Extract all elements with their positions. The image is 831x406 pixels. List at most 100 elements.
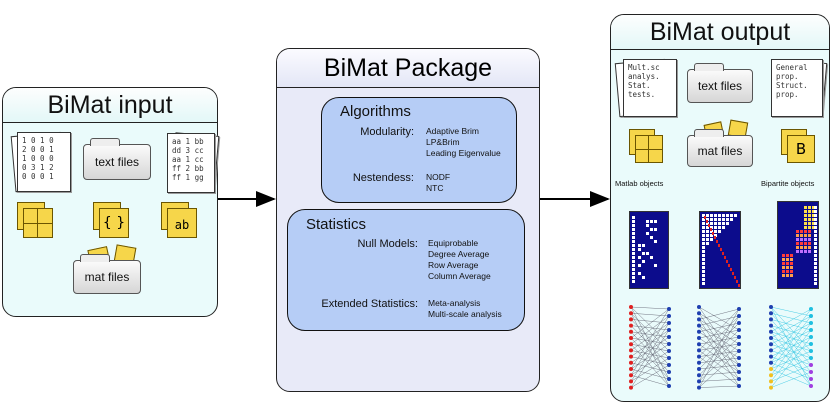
matrix-cell — [782, 270, 785, 273]
graph-node — [629, 311, 633, 316]
matrix-cell — [702, 282, 705, 285]
matrix-cell — [804, 222, 807, 225]
graph-edge — [698, 350, 740, 357]
graph-node — [629, 336, 633, 340]
graph-edge — [698, 313, 740, 373]
matrix-cell — [814, 270, 817, 273]
diagonal-cell — [716, 240, 718, 243]
graph-edge — [770, 362, 812, 380]
graph-node — [697, 354, 701, 359]
graph-edge — [698, 336, 740, 345]
graph-node — [697, 329, 701, 334]
diagonal-cell — [710, 228, 712, 231]
matrix-cell — [632, 264, 635, 267]
graph-edge — [698, 343, 740, 351]
graph-node — [629, 360, 633, 365]
graph-node — [737, 349, 741, 353]
matrix-row-text: 0 0 0 1 — [22, 172, 54, 181]
graph-edge — [630, 368, 670, 380]
matrix-cell — [722, 226, 725, 229]
matrix-cell — [814, 210, 817, 213]
matrix-cell — [790, 258, 793, 261]
matrix-cell — [702, 238, 705, 241]
ab-glyph: ab — [174, 218, 190, 232]
matrix-cell — [804, 218, 807, 221]
matrix-cell — [814, 238, 817, 241]
matrix-cell — [638, 272, 641, 275]
diagonal-cell — [722, 252, 724, 255]
graph-edge — [630, 343, 670, 370]
graph-edge — [630, 313, 670, 352]
modularity-item: Leading Eigenvalue — [426, 148, 501, 158]
graph-edge — [630, 306, 670, 310]
matrix-cell — [702, 250, 705, 253]
graph-node — [769, 348, 773, 353]
graph-edge — [770, 322, 812, 376]
graph-edge — [698, 308, 740, 320]
matrix-cell — [814, 254, 817, 257]
matrix-cell — [804, 210, 807, 213]
diagonal-cell — [708, 224, 710, 227]
graph-node — [697, 379, 701, 384]
graph-node — [629, 317, 633, 322]
matrix-cell — [706, 242, 709, 245]
graph-edge — [770, 329, 812, 382]
matrix-cell — [706, 230, 709, 233]
matrix-cell — [808, 222, 811, 225]
graph-edge — [698, 344, 740, 373]
null-models-label: Null Models: — [357, 238, 418, 250]
nestedness-matrix-plot — [699, 211, 741, 289]
matrix-cell — [812, 206, 815, 209]
output-mat-files-folder-icon: mat files — [687, 129, 753, 167]
matrix-cell — [710, 218, 713, 221]
matrix-cell — [786, 254, 789, 257]
graph-node — [667, 307, 671, 311]
matrix-cell — [722, 218, 725, 221]
graph-edge — [630, 350, 670, 376]
graph-edge — [698, 308, 740, 382]
graph-node — [667, 356, 671, 360]
matrix-cell — [814, 218, 817, 221]
matrix-cell — [710, 238, 713, 241]
graph-node — [769, 342, 773, 347]
diagonal-cell — [718, 244, 720, 247]
graph-node — [737, 335, 741, 339]
matrix-cell — [814, 262, 817, 265]
graph-edge — [698, 306, 740, 366]
graph-node — [629, 329, 633, 334]
graph-node — [737, 356, 741, 360]
matrix-cell — [706, 226, 709, 229]
edge-row-text: ff 2 bb — [172, 164, 204, 173]
matrix-plot-graphic — [782, 206, 817, 285]
graph-node — [809, 349, 813, 353]
struct-object-icon: { } — [99, 208, 129, 238]
matrix-cell — [814, 266, 817, 269]
graph-edge — [698, 378, 740, 382]
matrix-cell — [796, 238, 799, 241]
matrix-cell — [722, 214, 725, 217]
output-panel-header: BiMat output — [611, 15, 829, 50]
matrix-cell — [804, 226, 807, 229]
graph-node — [629, 354, 633, 359]
matrix-cell — [808, 230, 811, 233]
graph-edge — [630, 375, 670, 387]
matrix-cell — [814, 242, 817, 245]
graph-node — [737, 384, 741, 388]
graph-edge — [630, 331, 670, 338]
matrix-cell — [790, 262, 793, 265]
graph-edge — [630, 344, 670, 387]
graph-node — [809, 377, 813, 381]
matrix-cell — [702, 234, 705, 237]
matrix-cell — [714, 222, 717, 225]
matrix-cell — [808, 242, 811, 245]
matrix-cell — [632, 232, 635, 235]
matrix-cell — [706, 218, 709, 221]
matrix-cell — [632, 268, 635, 271]
graph-edge — [698, 356, 740, 387]
package-panel-header: BiMat Package — [277, 49, 539, 88]
graph-node — [667, 335, 671, 339]
matrix-plot-graphic — [702, 214, 740, 287]
graph-node — [809, 314, 813, 318]
matrix-cell — [654, 240, 657, 243]
matrix-row-text: 0 3 1 2 — [22, 163, 54, 172]
